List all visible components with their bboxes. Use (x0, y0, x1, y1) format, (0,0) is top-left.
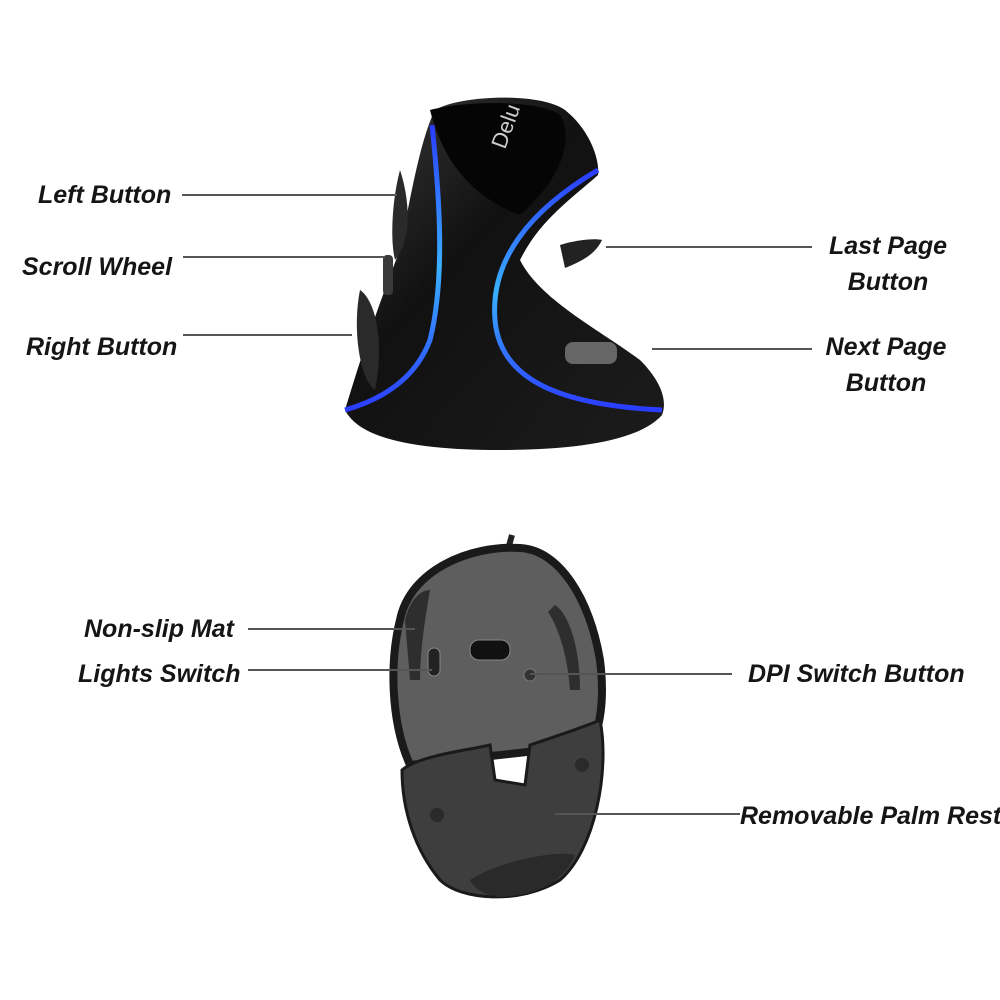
label-right-button: Right Button (26, 333, 178, 361)
label-scroll-wheel: Scroll Wheel (22, 253, 173, 281)
label-removable-palm-rest: Removable Palm Rest (740, 802, 1000, 830)
last-page-button-shape (560, 239, 602, 268)
non-slip-mat-pad-right (548, 605, 580, 690)
left-light-strip (344, 124, 443, 413)
mouse-bottom-view (389, 534, 606, 899)
palm-rest-foot (430, 808, 444, 822)
label-last-page-button: Last Page Button (818, 228, 958, 300)
label-line: Last Page (828, 232, 948, 260)
label-next-page-button: Next Page Button (816, 329, 956, 401)
lights-switch-shape (427, 647, 441, 677)
non-slip-mat-pad (405, 590, 430, 680)
palm-rest-foot (575, 758, 589, 772)
label-line: Next Page (825, 333, 947, 361)
label-line: Button (845, 369, 927, 397)
sensor-window (469, 639, 511, 661)
label-left-button: Left Button (38, 181, 172, 209)
palm-rest-pad (470, 853, 575, 897)
label-lights-switch: Lights Switch (78, 660, 241, 688)
leader-lines (182, 194, 812, 815)
label-line: Button (847, 268, 929, 296)
right-light-strip (492, 167, 663, 413)
vertical-mouse-side-view: Delu (344, 97, 664, 450)
label-non-slip-mat: Non-slip Mat (84, 615, 234, 643)
right-button-shape (356, 290, 380, 390)
left-button-shape (392, 170, 408, 260)
palm-rest (400, 717, 605, 899)
mouse-gloss-top (430, 103, 566, 215)
scroll-wheel-shape (383, 255, 393, 295)
next-page-button-shape (565, 342, 617, 364)
label-dpi-switch-button: DPI Switch Button (748, 660, 965, 688)
